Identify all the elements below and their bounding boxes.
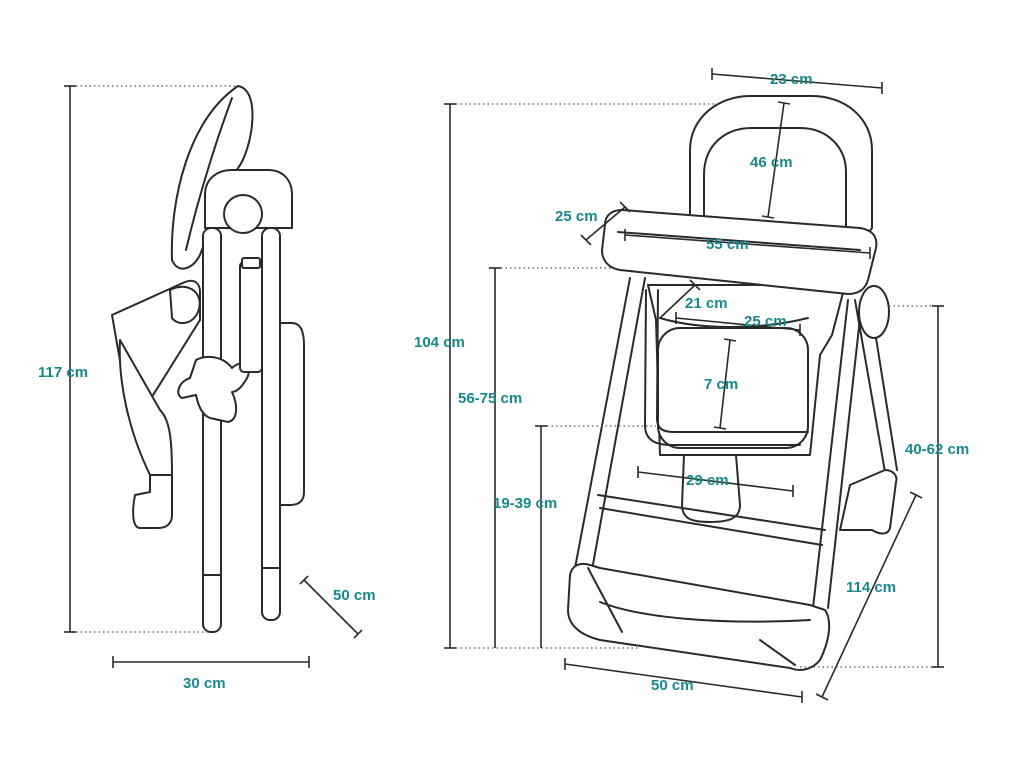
total-height-label: 104 cm [414, 334, 465, 351]
folded-height-label: 117 cm [38, 364, 88, 381]
seat-width-label: 25 cm [744, 313, 787, 330]
folded-dimension-lines [64, 85, 363, 668]
open-chair-outline [567, 95, 898, 671]
side-height-range-label: 40-62 cm [905, 441, 969, 458]
open-dimension-lines [444, 68, 944, 703]
folded-chair-outline [111, 85, 305, 633]
tray-depth-label: 25 cm [555, 208, 598, 225]
backrest-width-label: 23 cm [770, 71, 813, 88]
seat-height-range-label: 56-75 cm [458, 390, 522, 407]
armrest-height-label: 21 cm [685, 295, 728, 312]
folded-width-label: 30 cm [183, 675, 226, 692]
footrest-height-range-label: 19-39 cm [493, 495, 557, 512]
base-width-label: 50 cm [651, 677, 694, 694]
backrest-height-label: 46 cm [750, 154, 793, 171]
footrest-width-label: 29 cm [686, 472, 729, 489]
length-label: 114 cm [846, 579, 896, 596]
folded-depth-label: 50 cm [333, 587, 376, 604]
seat-depth-label: 7 cm [704, 376, 738, 393]
tray-width-label: 55 cm [706, 236, 749, 253]
